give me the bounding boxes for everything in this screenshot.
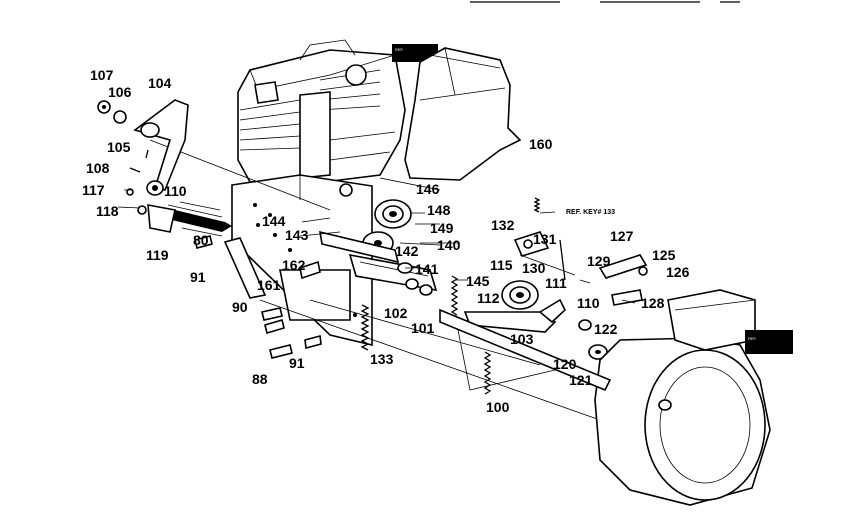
label-101: 101 [411,320,435,336]
label-141: 141 [415,261,439,277]
bearing-120 [578,319,608,360]
label-127: 127 [610,228,634,244]
engine-drawing [237,39,438,186]
label-140: 140 [437,237,461,253]
label-103: 103 [510,331,534,347]
direction-arrow [167,201,232,237]
ref-key-screw [533,197,556,214]
label-143: 143 [285,227,309,243]
label-131: 131 [533,231,557,247]
label-126: 126 [666,264,690,280]
part-labels: 107 106 104 105 108 117 110 118 119 80 9… [82,67,690,415]
label-80: 80 [193,232,209,248]
label-110-right: 110 [577,295,600,311]
label-111: 111 [545,275,567,291]
label-105: 105 [107,139,131,155]
spring-100 [483,351,492,395]
label-162: 162 [282,257,306,273]
label-120: 120 [553,356,577,372]
label-149: 149 [430,220,454,236]
label-108: 108 [86,160,110,176]
auger-shaft [439,308,612,392]
shroud-160 [404,47,522,181]
pulley-142 [319,230,400,264]
label-129: 129 [587,253,611,269]
label-91-lower: 91 [289,355,305,371]
label-102: 102 [384,305,408,321]
label-130: 130 [522,260,546,276]
bracket-141 [348,253,438,296]
label-100: 100 [486,399,510,415]
label-118: 118 [96,203,119,219]
spring-145 [450,275,459,316]
label-142: 142 [395,243,419,259]
bracket-104 [97,99,189,191]
label-88: 88 [252,371,268,387]
frame-80 [223,174,373,347]
label-122: 122 [594,321,618,337]
bolts-lower [194,235,322,359]
label-112: 112 [477,290,500,306]
label-110-left: 110 [164,183,187,199]
label-161: 161 [257,277,281,293]
label-119: 119 [146,247,169,263]
spring-133 [360,304,370,351]
label-132: 132 [491,217,515,233]
label-117: 117 [82,182,105,198]
label-128: 128 [641,295,665,311]
label-121: 121 [569,372,593,388]
bracket-131 [513,231,566,281]
pulley-112 [501,280,539,310]
auger-housing [594,289,793,506]
label-91-upper: 91 [190,269,206,285]
label-160: 160 [529,136,553,152]
label-133: 133 [370,351,394,367]
engine-tag: REF. [395,47,404,52]
ref-key-label: REF. KEY# 133 [566,209,615,216]
label-115: 115 [490,257,513,273]
lever-103 [463,298,566,333]
pulley-148 [339,183,412,229]
label-125: 125 [652,247,676,263]
label-148: 148 [427,202,451,218]
leader-lines [117,177,636,304]
label-144: 144 [262,213,286,229]
pulley-110 [126,149,176,233]
label-90: 90 [232,299,248,315]
housing-tag: REF. [748,336,757,341]
label-106: 106 [108,84,132,100]
label-104: 104 [148,75,172,91]
label-146: 146 [416,181,440,197]
label-107: 107 [90,67,114,83]
label-145: 145 [466,273,490,289]
shaft-125 [598,254,648,306]
